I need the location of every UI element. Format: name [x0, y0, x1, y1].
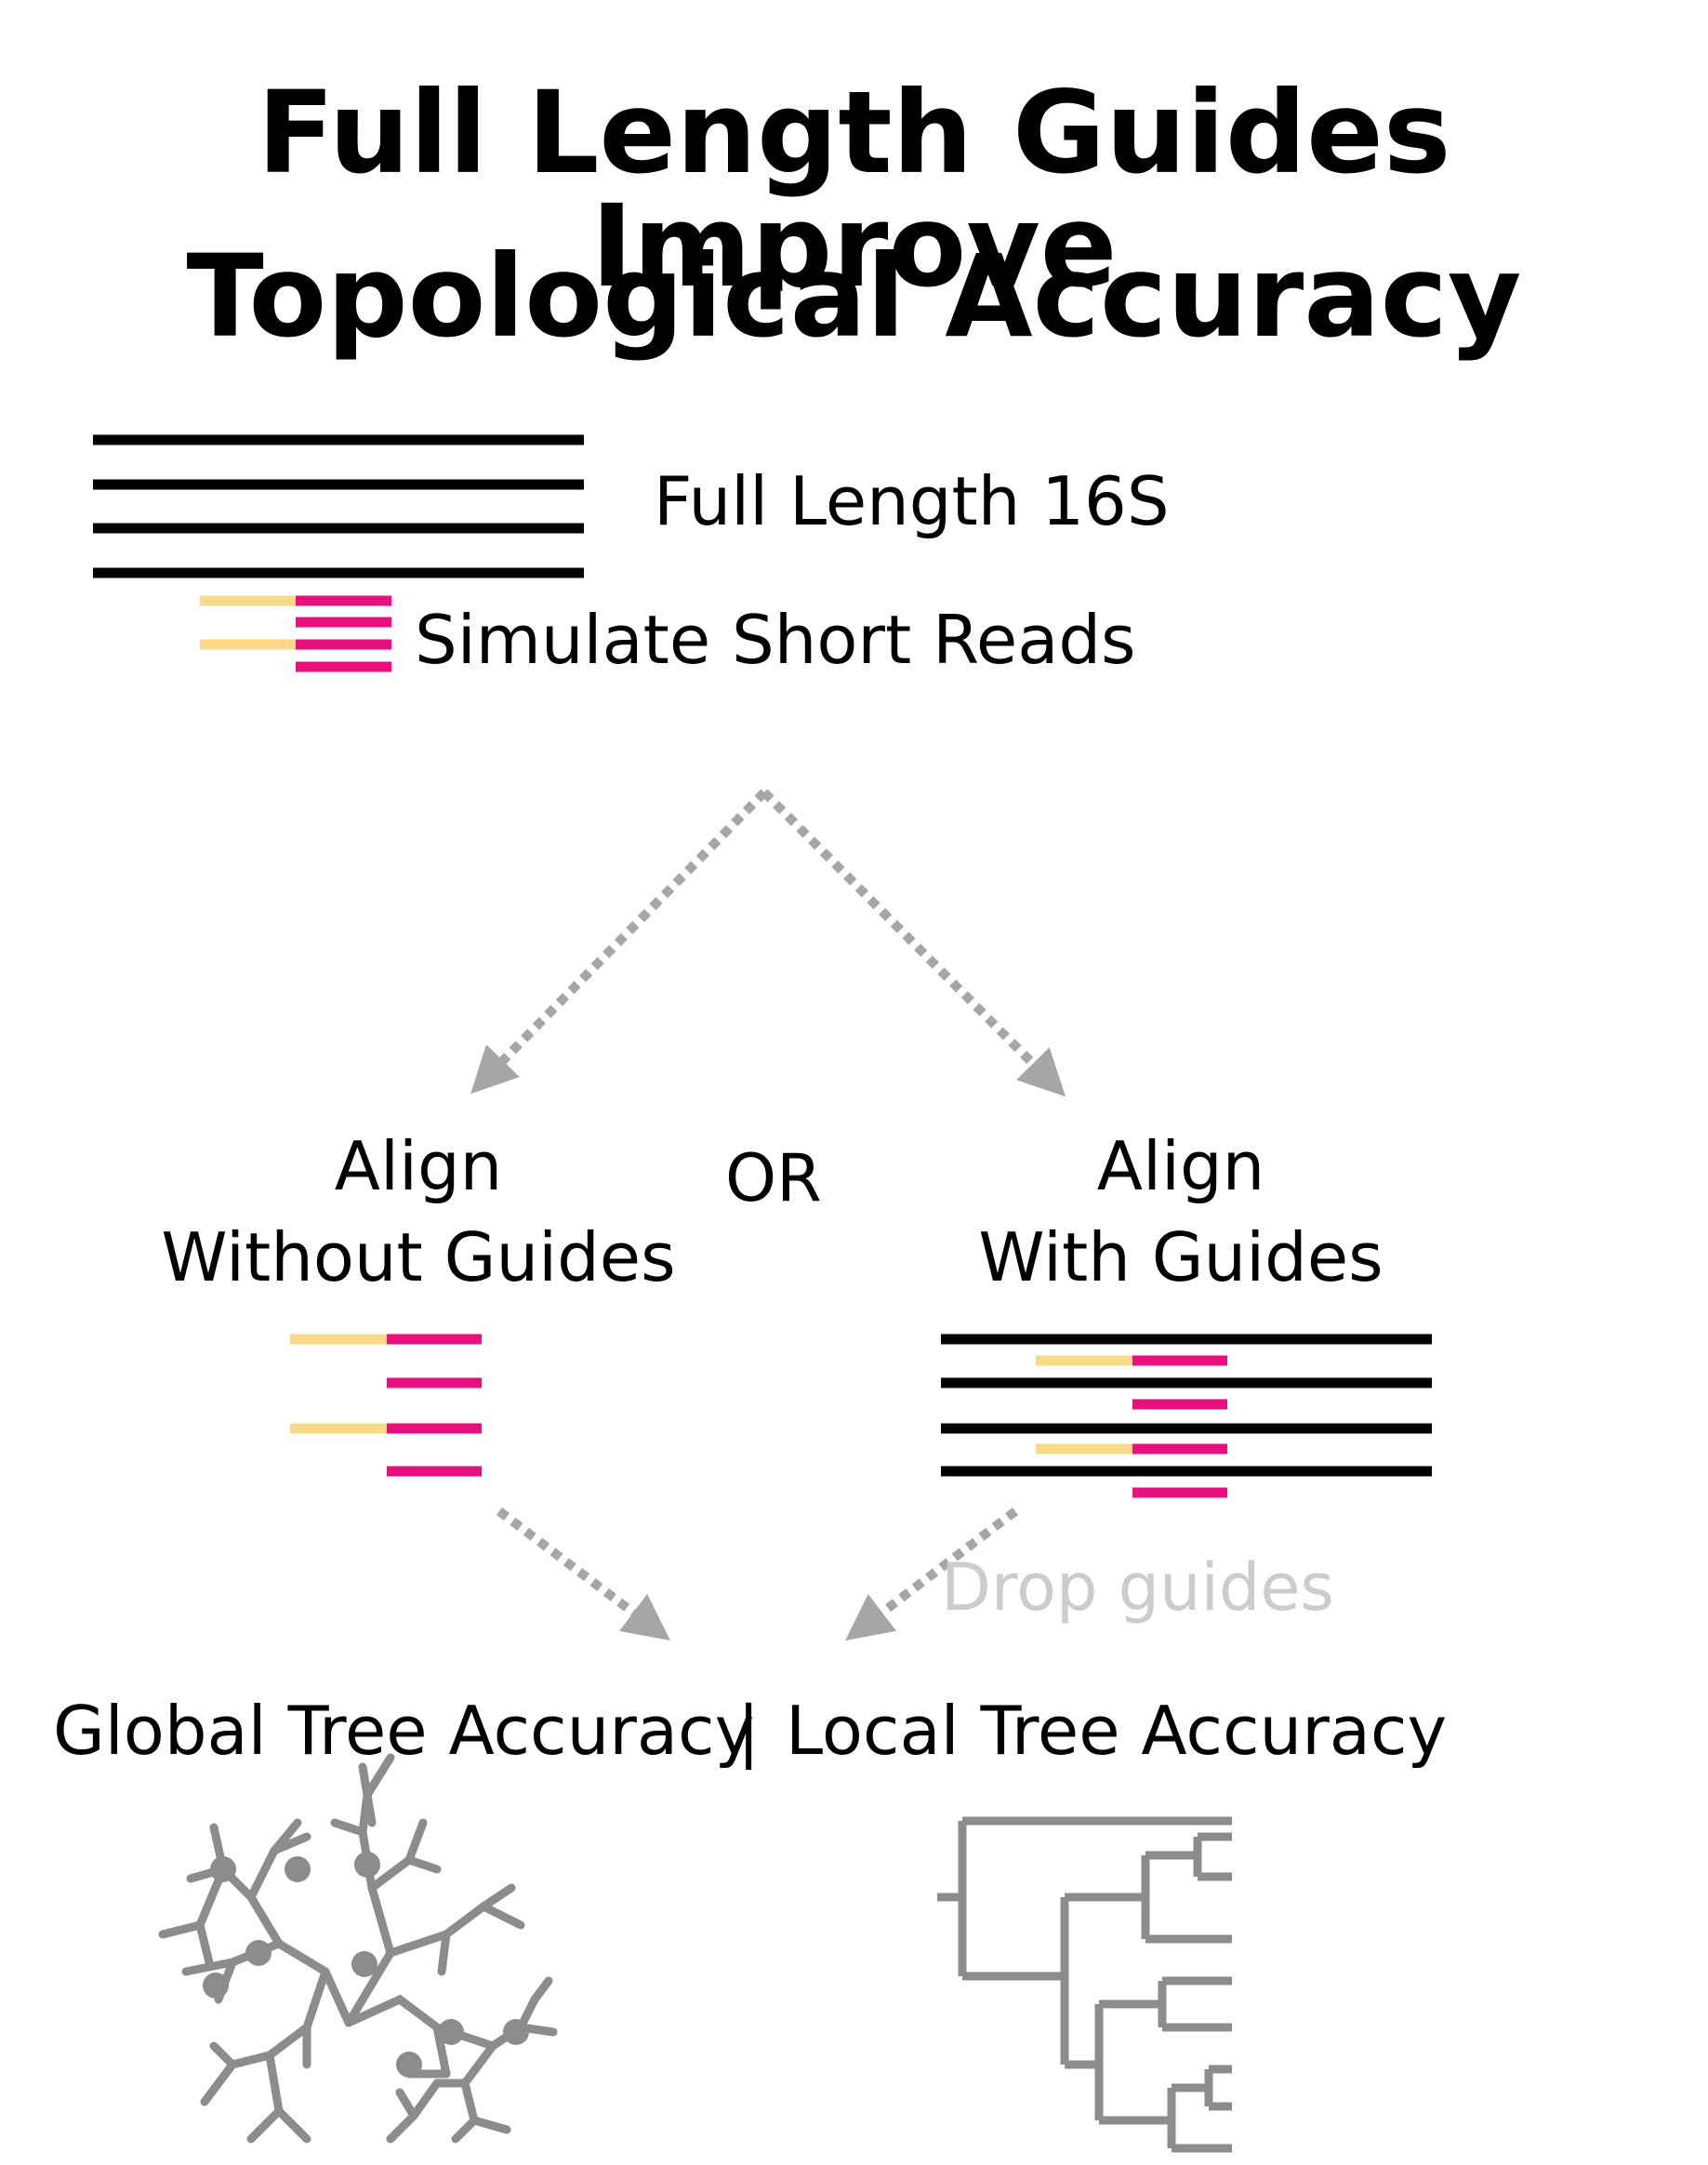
align-without-guides-line-1: Align [334, 1127, 503, 1205]
unrooted-tree-icon [158, 1753, 558, 2144]
align-without-guides-line-2: Without Guides [161, 1218, 676, 1296]
align-with-guides-label: Align With Guides [962, 1121, 1399, 1303]
title-line-1: Full Length Guides Improve [257, 67, 1451, 312]
simulate-short-reads-label: Simulate Short Reads [415, 601, 1136, 679]
full-length-16s-lines [93, 434, 584, 578]
local-tree-accuracy-label: Local Tree Accuracy [786, 1692, 1448, 1770]
reads-with-guides [941, 1334, 1432, 1498]
short-reads-icon [200, 595, 391, 672]
drop-guides-label: Drop guides [941, 1549, 1334, 1626]
align-with-guides-line-1: Align [1096, 1127, 1265, 1205]
global-tree-accuracy-label: Global Tree Accuracy [53, 1692, 755, 1770]
arrow-left [470, 789, 768, 1095]
align-with-guides-line-2: With Guides [978, 1218, 1384, 1296]
separator-label: | [737, 1692, 761, 1770]
unrooted-tree-nodes [203, 1852, 529, 2078]
or-label: OR [725, 1140, 822, 1216]
rooted-tree-icon [937, 1816, 1232, 2153]
arrow-merge-left [496, 1508, 670, 1641]
align-without-guides-label: Align Without Guides [139, 1121, 697, 1303]
full-length-16s-label: Full Length 16S [654, 462, 1170, 540]
title-line-2: Topological Accuracy [186, 231, 1522, 363]
arrow-right [761, 789, 1066, 1097]
reads-without-guides [290, 1334, 482, 1477]
split-arrows [470, 789, 1066, 1097]
merge-arrows [496, 1508, 1019, 1641]
